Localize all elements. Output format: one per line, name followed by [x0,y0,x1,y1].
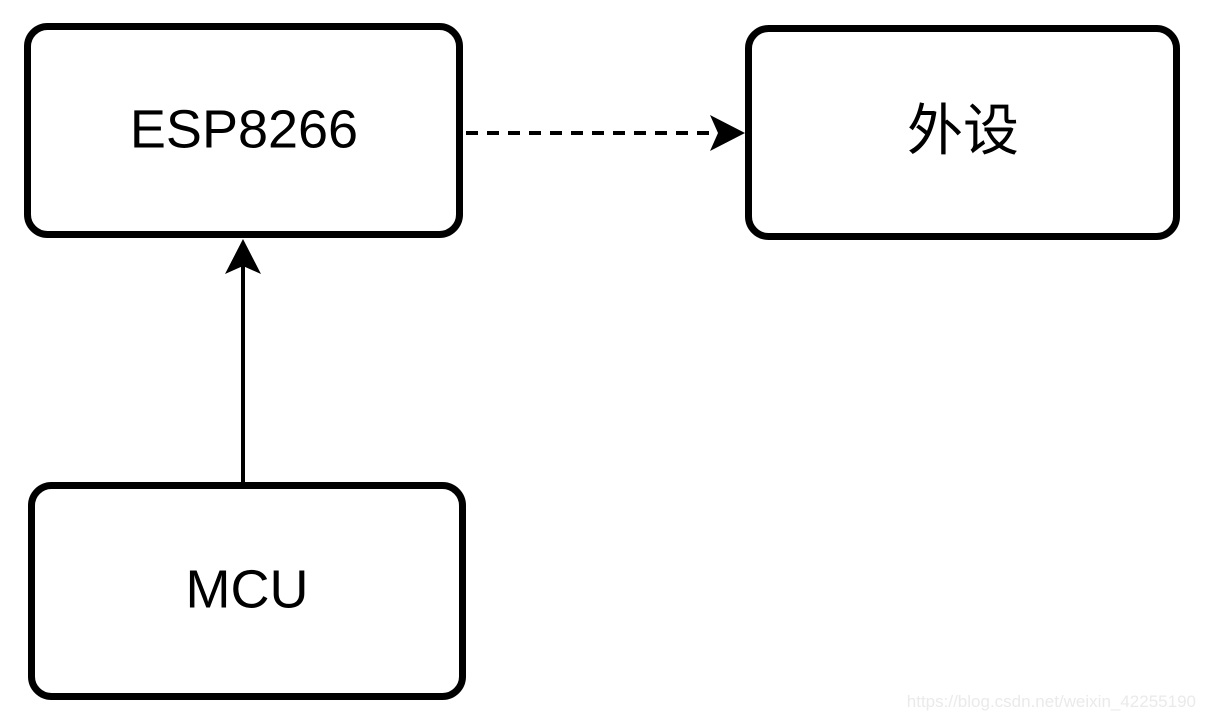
node-peripheral-shape [745,25,1180,240]
watermark-text: https://blog.csdn.net/weixin_42255190 [907,692,1196,711]
node-mcu-shape [28,482,466,700]
node-peripheral[interactable]: 外设 [745,25,1180,240]
node-peripheral-label: 外设 [907,99,1019,164]
edge-esp8266-to-peripheral-arrowhead-icon [710,115,745,151]
node-esp8266-label: ESP8266 [130,99,358,159]
edge-mcu-to-esp8266[interactable] [225,239,261,485]
edge-esp8266-to-peripheral[interactable] [466,115,745,151]
node-esp8266[interactable]: ESP8266 [24,23,463,238]
node-esp8266-shape [24,23,463,238]
edge-mcu-to-esp8266-arrowhead-icon [225,239,261,274]
node-mcu-label: MCU [186,559,309,619]
node-mcu[interactable]: MCU [28,482,466,700]
